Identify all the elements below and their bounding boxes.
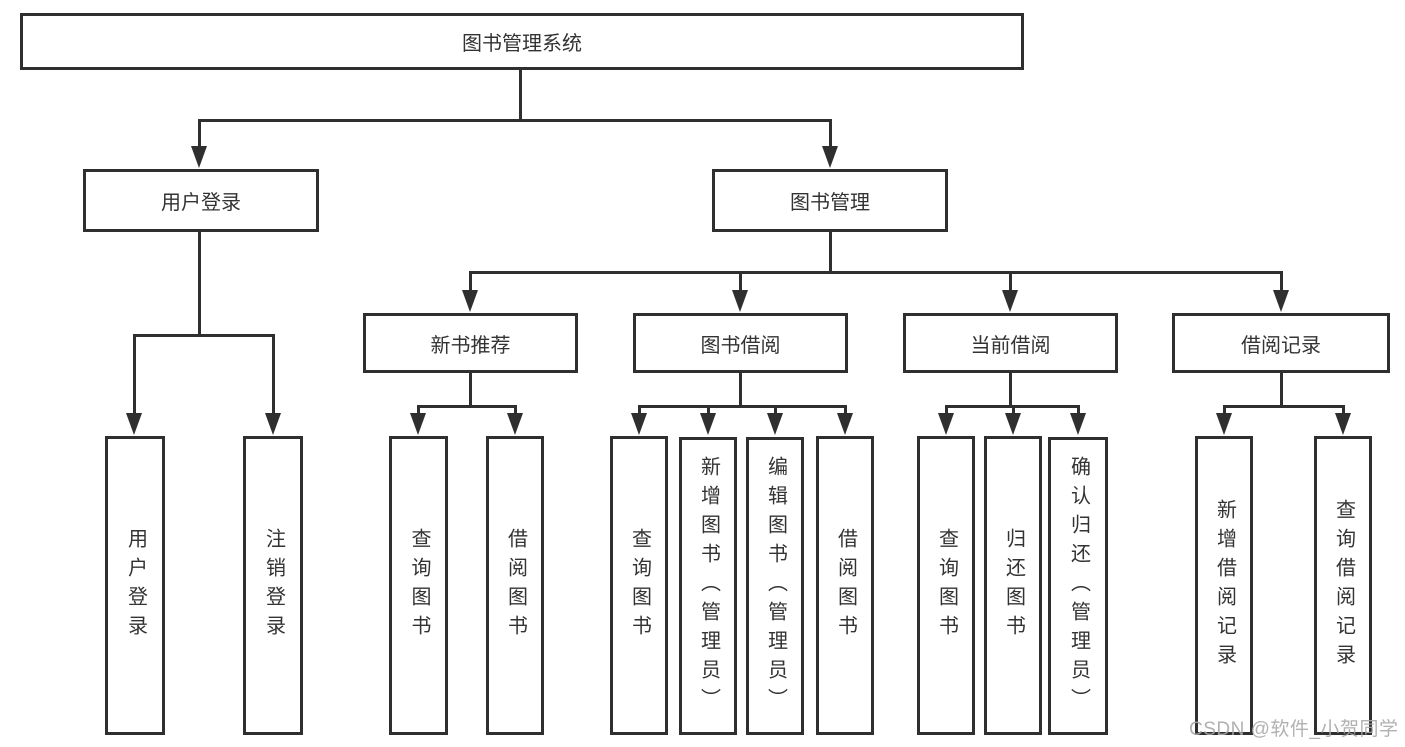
- connector-vline: [707, 405, 710, 417]
- connector-vline: [638, 405, 641, 417]
- connector-hline: [198, 119, 832, 122]
- node-label: 图书管理系统: [462, 33, 582, 55]
- arrow-down-icon: [732, 290, 748, 312]
- node-label: 图书管理: [790, 192, 870, 214]
- connector-vline: [417, 405, 420, 417]
- node-label: 查询图书: [628, 527, 651, 644]
- arrow-down-icon: [1002, 290, 1018, 312]
- node-library-management-system: 图书管理系统: [20, 13, 1024, 70]
- connector-hline: [469, 271, 1283, 274]
- connector-vline: [1223, 405, 1226, 417]
- leaf-user-login: 用户登录: [105, 436, 165, 735]
- arrow-down-icon: [507, 413, 523, 435]
- connector-vline: [1012, 405, 1015, 417]
- node-label: 用户登录: [124, 527, 147, 644]
- node-label: 图书借阅: [700, 334, 781, 357]
- connector-hline: [417, 405, 517, 408]
- connector-vline: [1342, 405, 1345, 417]
- node-new-book-recommendation: 新书推荐: [363, 313, 578, 373]
- arrow-down-icon: [410, 413, 426, 435]
- arrow-down-icon: [1273, 290, 1289, 312]
- node-current-borrowing: 当前借阅: [903, 313, 1118, 373]
- connector-vline: [469, 271, 472, 292]
- node-book-management: 图书管理: [712, 169, 948, 232]
- arrow-down-icon: [265, 413, 281, 435]
- node-label: 注销登录: [262, 527, 285, 644]
- node-borrowing-records: 借阅记录: [1172, 313, 1390, 373]
- connector-vline: [844, 405, 847, 417]
- connector-vline: [1009, 373, 1012, 407]
- leaf-query-books: 查询图书: [389, 436, 448, 735]
- arrow-down-icon: [938, 413, 954, 435]
- node-book-borrowing: 图书借阅: [633, 313, 848, 373]
- connector-vline: [198, 232, 201, 336]
- connector-vline: [774, 405, 777, 417]
- node-label: 借阅图书: [504, 527, 527, 644]
- node-label: 查询图书: [408, 527, 430, 644]
- leaf-query-borrow-record: 查询借阅记录: [1314, 436, 1372, 735]
- node-label: 借阅记录: [1241, 334, 1321, 357]
- arrow-down-icon: [837, 413, 853, 435]
- node-label: 确认归还（管理员）: [1067, 455, 1090, 717]
- connector-hline: [1223, 405, 1345, 408]
- arrow-down-icon: [191, 146, 207, 168]
- leaf-add-borrow-record: 新增借阅记录: [1195, 436, 1253, 735]
- arrow-down-icon: [822, 146, 838, 168]
- connector-vline: [1280, 271, 1283, 292]
- arrow-down-icon: [126, 413, 142, 435]
- node-user-login: 用户登录: [83, 169, 319, 232]
- connector-vline: [829, 119, 832, 149]
- node-label: 编辑图书（管理员）: [764, 455, 787, 717]
- arrow-down-icon: [631, 413, 647, 435]
- leaf-query-books: 查询图书: [610, 436, 668, 735]
- arrow-down-icon: [462, 290, 478, 312]
- leaf-edit-book-admin: 编辑图书（管理员）: [746, 437, 804, 735]
- arrow-down-icon: [700, 413, 716, 435]
- leaf-add-book-admin: 新增图书（管理员）: [679, 437, 737, 735]
- watermark: CSDN @软件_小贺同学: [1189, 719, 1399, 740]
- connector-vline: [1077, 405, 1080, 417]
- connector-vline: [272, 334, 275, 416]
- connector-vline: [519, 68, 522, 121]
- connector-hline: [133, 334, 275, 337]
- leaf-confirm-return-admin: 确认归还（管理员）: [1048, 437, 1108, 735]
- node-label: 新书推荐: [430, 334, 511, 357]
- connector-vline: [945, 405, 948, 417]
- node-label: 新增图书（管理员）: [697, 455, 720, 717]
- connector-hline: [638, 405, 847, 408]
- connector-vline: [739, 271, 742, 292]
- leaf-query-books: 查询图书: [917, 436, 975, 735]
- connector-vline: [133, 334, 136, 416]
- node-label: 借阅图书: [834, 527, 857, 644]
- node-label: 当前借阅: [970, 334, 1051, 357]
- arrow-down-icon: [1005, 413, 1021, 435]
- leaf-return-books: 归还图书: [984, 436, 1042, 735]
- node-label: 归还图书: [1002, 527, 1025, 644]
- node-label: 用户登录: [161, 192, 241, 214]
- arrow-down-icon: [767, 413, 783, 435]
- connector-vline: [1280, 373, 1283, 407]
- node-label: 查询图书: [935, 527, 958, 644]
- leaf-borrow-books: 借阅图书: [816, 436, 874, 735]
- connector-vline: [198, 119, 201, 149]
- node-label: 新增借阅记录: [1213, 498, 1236, 673]
- leaf-borrow-books: 借阅图书: [486, 436, 544, 735]
- connector-vline: [829, 232, 832, 273]
- leaf-logout: 注销登录: [243, 436, 303, 735]
- node-label: 查询借阅记录: [1332, 498, 1355, 673]
- arrow-down-icon: [1070, 413, 1086, 435]
- connector-vline: [1009, 271, 1012, 292]
- connector-vline: [739, 373, 742, 407]
- arrow-down-icon: [1216, 413, 1232, 435]
- connector-vline: [469, 373, 472, 407]
- connector-vline: [514, 405, 517, 417]
- arrow-down-icon: [1335, 413, 1351, 435]
